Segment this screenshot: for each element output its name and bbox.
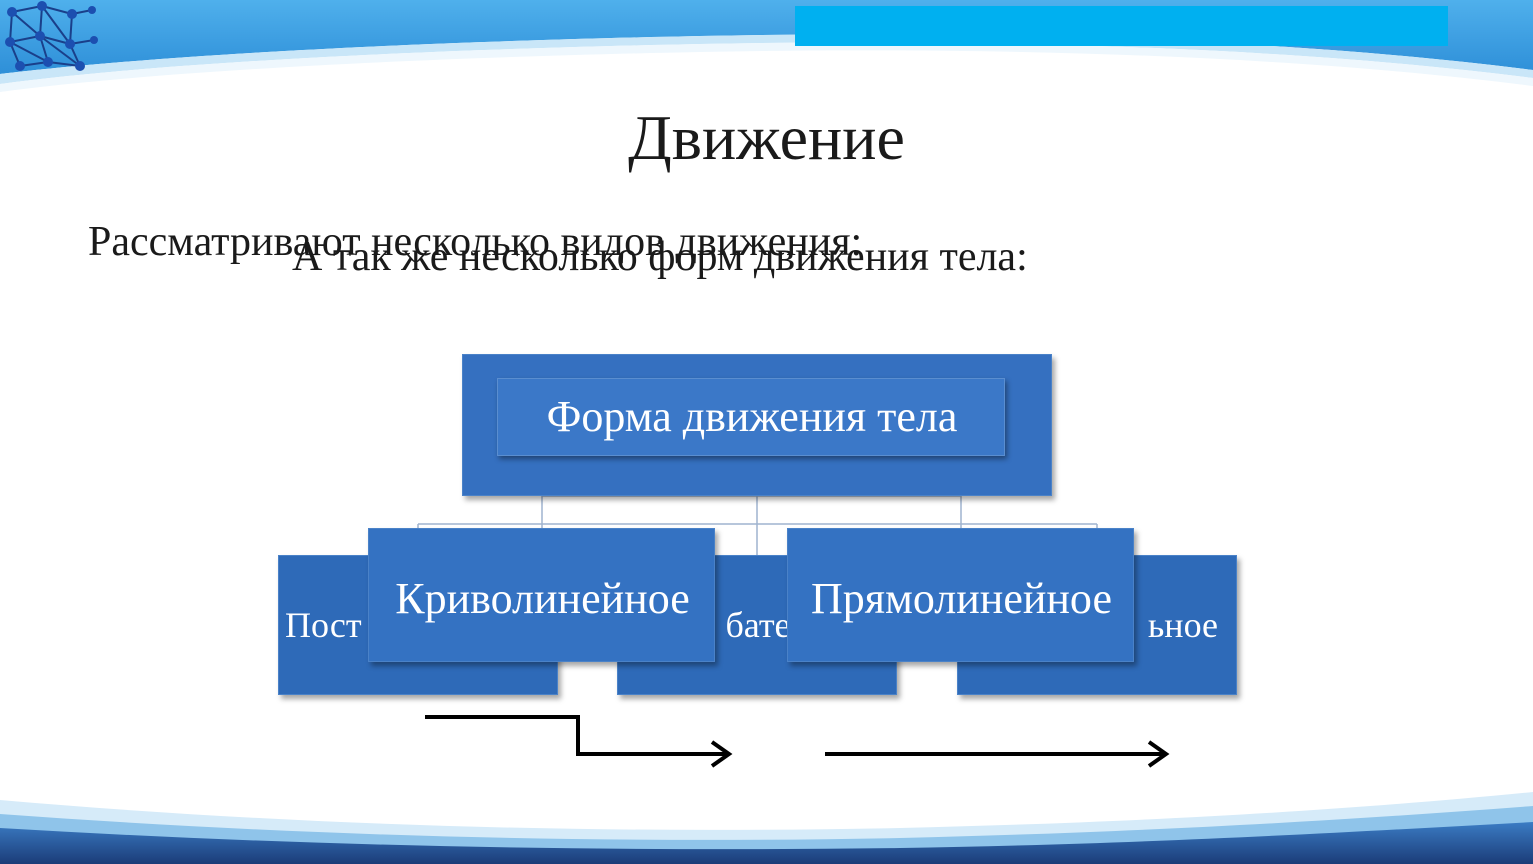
- diagram-curvilinear-label: Криволинейное: [395, 574, 690, 623]
- diagram-back-box-1-label: Пост: [285, 605, 362, 645]
- subtitle-kinds-of-motion: Рассматривают несколько видов движения:: [88, 219, 863, 265]
- slide-title: Движение: [628, 102, 905, 173]
- diagram-root-label-box: Форма движения тела: [497, 378, 1005, 456]
- diagram-back-box-3-label: ьное: [1147, 605, 1218, 645]
- diagram-rectilinear-box: Прямолинейное: [787, 528, 1134, 662]
- diagram-back-box-2-label: бате: [725, 605, 791, 645]
- straight-arrow-icon: [825, 740, 1170, 768]
- title-accent-bar: [795, 6, 1448, 46]
- subtitle-forms-of-motion: А так же несколько форм движения тела:: [292, 234, 1028, 280]
- bottom-decor-band: [0, 792, 1533, 864]
- diagram-rectilinear-label: Прямолинейное: [810, 574, 1113, 623]
- diagram-curvilinear-box: Криволинейное: [368, 528, 715, 662]
- step-arrow-icon: [425, 715, 733, 768]
- molecular-lattice-icon: [5, 1, 98, 71]
- diagram-root-label: Форма движения тела: [546, 392, 958, 441]
